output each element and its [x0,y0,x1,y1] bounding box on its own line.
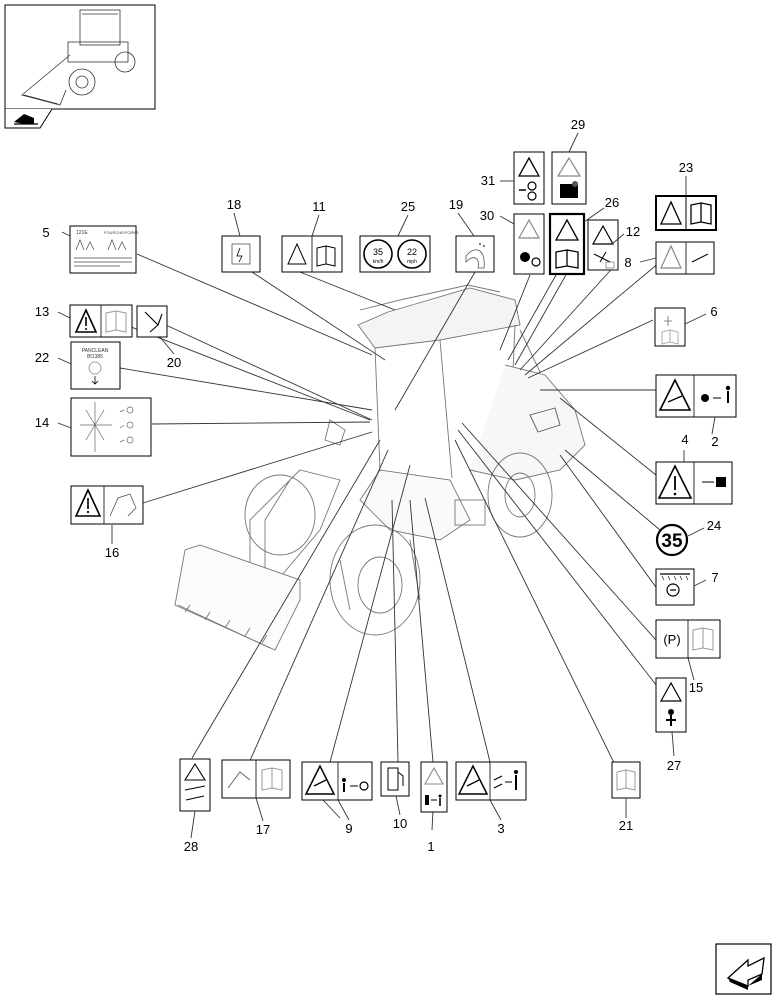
decal-28[interactable] [179,758,211,812]
callout-28: 28 [184,839,198,854]
decal-6[interactable] [654,307,686,347]
warning-triangle-icon [74,488,102,517]
loader-thumbnail[interactable] [4,4,156,129]
decal-18-battery[interactable] [221,235,261,273]
callout-21: 21 [619,818,633,833]
leader-lines [107,249,661,831]
callout-16: 16 [105,545,119,560]
callout-25: 25 [401,199,415,214]
decal-19[interactable] [455,235,495,273]
panclean-line1: PANCLEAN [82,348,109,354]
callout-9: 9 [345,821,352,836]
callout-10: 10 [393,816,407,831]
book-icon [105,310,127,333]
callout-20: 20 [167,355,181,370]
callout-29: 29 [571,117,585,132]
decal-11-warning-book[interactable] [281,235,343,273]
callout-14: 14 [35,415,49,430]
decal-14[interactable] [70,397,152,457]
callout-23: 23 [679,160,693,175]
wheel-loader-drawing [174,284,586,651]
callout-8: 8 [624,255,631,270]
warning-triangle-icon [74,308,98,333]
parking-symbol: (P) [663,632,680,647]
decal-16[interactable] [70,485,144,525]
callout-27: 27 [667,758,681,773]
callout-12: 12 [626,224,640,239]
decal-13[interactable] [69,304,133,338]
callout-6: 6 [710,304,717,319]
book-icon [555,249,579,269]
decal-5-lift-chart[interactable]: 121E FOURCHE/FORKS [69,225,139,274]
panclean-line2: BI1385 [87,354,103,360]
decal-3[interactable] [455,761,527,801]
next-page-arrow-icon [726,956,765,990]
callout-4: 4 [681,432,688,447]
decal-1[interactable] [420,761,448,813]
decal-27[interactable] [655,677,687,733]
callout-3: 3 [497,821,504,836]
decal-31[interactable] [513,151,545,205]
speed-mph-unit: mph [407,259,417,265]
book-icon [616,769,636,791]
callout-17: 17 [256,822,270,837]
speed-kmh-value: 35 [373,247,383,257]
callout-11: 11 [312,199,326,214]
thumbnail-nav-icon [14,114,38,125]
decal-7[interactable] [655,568,695,606]
decal-12[interactable] [587,219,619,271]
next-page-button[interactable] [715,943,772,995]
decal-24-speed-35[interactable]: 35 [655,523,689,557]
decal-21[interactable] [611,761,641,799]
speed-kmh-unit: km/h [373,259,384,265]
callout-24: 24 [707,518,721,533]
decal-8[interactable] [655,241,715,275]
decal-2[interactable] [655,374,737,418]
book-icon [661,329,679,345]
decal-20[interactable] [136,305,168,338]
decal-26[interactable] [548,212,586,276]
callout-1: 1 [427,839,434,854]
callout-labels: 1 2 3 4 5 6 7 8 9 10 11 12 13 14 15 16 1… [35,117,721,854]
speed-mph-value: 22 [407,247,417,257]
callout-18: 18 [227,197,241,212]
decal-23[interactable] [655,195,717,231]
decal-17[interactable] [221,759,291,799]
speed-decal-35-text: 35 [661,531,683,552]
callout-5: 5 [42,225,49,240]
lift-chart-left-label: 121E [76,230,88,236]
warning-triangle-icon [287,242,307,265]
decal-29[interactable] [551,151,587,205]
callout-26: 26 [605,195,619,210]
callout-7: 7 [711,570,718,585]
lift-chart-right-label: FOURCHE/FORKS [104,230,139,235]
callout-2: 2 [711,434,718,449]
book-icon [261,767,283,791]
loader-thumbnail-icon [21,9,136,106]
decal-15-parking[interactable]: (P) [655,619,721,659]
callout-19: 19 [449,197,463,212]
book-icon [690,202,712,225]
decal-9[interactable] [301,761,373,801]
decal-30[interactable] [513,213,545,275]
callout-13: 13 [35,304,49,319]
decal-10[interactable] [380,761,410,797]
warning-triangle-icon [657,464,693,499]
book-icon [316,245,336,267]
callout-30: 30 [480,208,494,223]
callout-31: 31 [481,173,495,188]
callout-ticks [57,132,716,839]
decal-22-panclean[interactable]: PANCLEAN BI1385 [70,341,121,390]
callout-15: 15 [689,680,703,695]
decal-25-speed[interactable]: 35 km/h 22 mph [359,235,431,273]
callout-22: 22 [35,350,49,365]
decal-4[interactable] [655,461,733,505]
book-icon [692,627,714,651]
